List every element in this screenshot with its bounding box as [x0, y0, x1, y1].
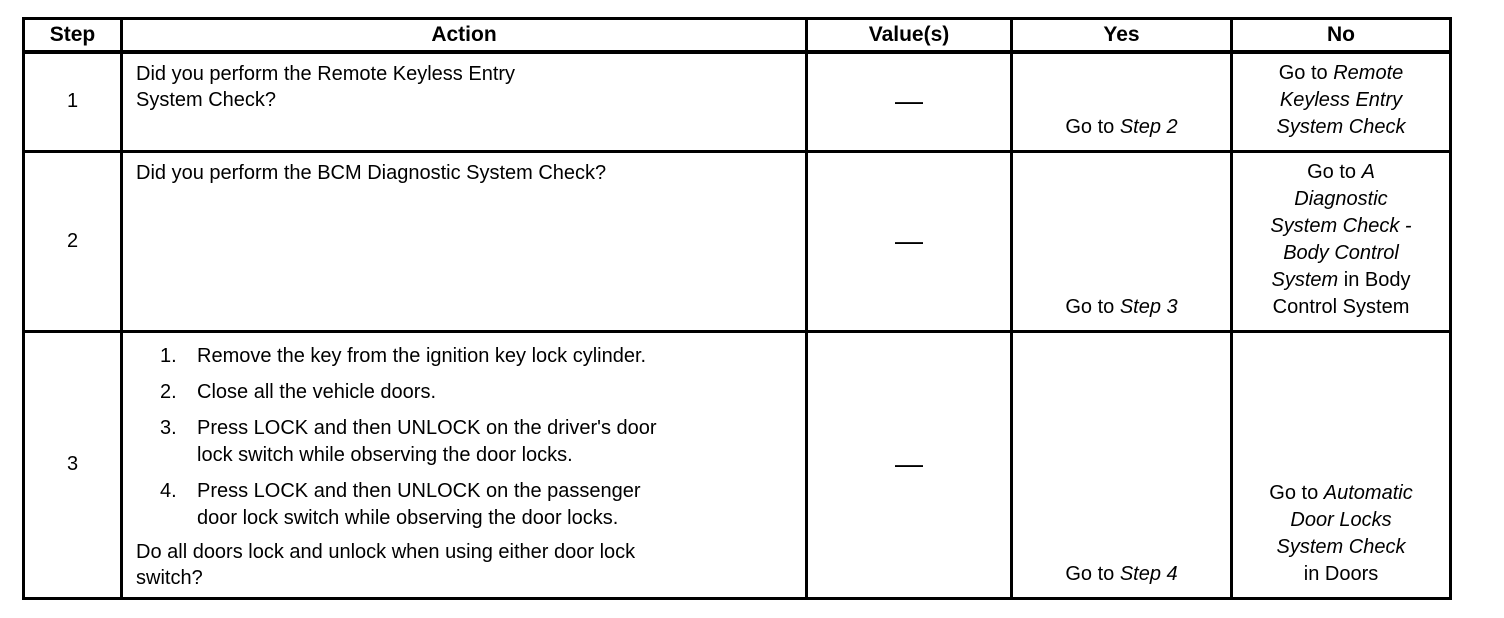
step-cell: 3 [22, 329, 123, 600]
result-text: Control System [1272, 295, 1410, 318]
yes-cell: Go to Step 4 [1010, 329, 1233, 600]
result-text: Go to [1307, 160, 1362, 183]
step-cell: 1 [22, 50, 123, 153]
value-dash: — [895, 224, 923, 256]
item-number: 4. [160, 479, 177, 502]
result-line: System Check [1239, 534, 1443, 561]
result-text: Go to [1269, 481, 1324, 504]
question-line: Do all doors lock and unlock when using … [136, 540, 636, 563]
item-text: Remove the key from the ignition key loc… [197, 343, 646, 370]
result-text: in Doors [1303, 562, 1379, 585]
value-cell: — [805, 50, 1013, 153]
item-line: Press LOCK and then UNLOCK on the driver… [197, 416, 657, 439]
list-item: 1. Remove the key from the ignition key l… [160, 343, 795, 370]
result-text: Remote [1333, 61, 1404, 84]
item-number: 3. [160, 416, 177, 439]
item-text: Press LOCK and then UNLOCK on the driver… [197, 415, 657, 469]
result-text: System Check - [1270, 214, 1412, 237]
value-cell: — [805, 329, 1013, 600]
action-cell: 1. Remove the key from the ignition key l… [120, 329, 808, 600]
item-line: lock switch while observing the door loc… [197, 443, 573, 466]
action-line: Did you perform the Remote Keyless Entry [136, 62, 516, 85]
table-row: 2 Did you perform the BCM Diagnostic Syst… [22, 149, 1452, 333]
table-row: 3 1. Remove the key from the ignition key … [22, 329, 1452, 600]
result-line: System Check [1239, 114, 1443, 141]
result-line: Diagnostic [1239, 186, 1443, 213]
result-text: System [1271, 268, 1339, 291]
result-text: System Check [1276, 115, 1406, 138]
column-header-no: No [1230, 17, 1452, 54]
item-line: Remove the key from the ignition key loc… [197, 344, 647, 367]
item-line: Close all the vehicle doors. [197, 380, 437, 403]
result-text: A [1361, 160, 1375, 183]
question-line: switch? [136, 566, 203, 589]
result-text: Keyless Entry [1279, 88, 1403, 111]
header-row: Step Action Value(s) Yes No [22, 17, 1452, 54]
result-text: Door Locks [1290, 508, 1392, 531]
item-number: 2. [160, 380, 177, 403]
step-cell: 2 [22, 149, 123, 333]
result-line: Door Locks [1239, 507, 1443, 534]
yes-cell: Go to Step 2 [1010, 50, 1233, 153]
column-header-yes: Yes [1010, 17, 1233, 54]
item-text: Close all the vehicle doors. [197, 379, 436, 406]
result-line: Control System [1239, 294, 1443, 321]
result-text: Go to [1065, 115, 1120, 138]
result-text: in Body [1338, 268, 1411, 291]
column-header-step: Step [22, 17, 123, 54]
item-text: Press LOCK and then UNLOCK on the passen… [197, 478, 641, 532]
action-line: Did you perform the BCM Diagnostic Syste… [136, 161, 607, 184]
result-line: Go to A [1239, 159, 1443, 186]
result-line: Go to Automatic [1239, 480, 1443, 507]
result-text: Step 3 [1119, 295, 1178, 318]
list-item: 3. Press LOCK and then UNLOCK on the driv… [160, 415, 795, 469]
result-text: Step 4 [1119, 562, 1178, 585]
value-cell: — [805, 149, 1013, 333]
action-cell: Did you perform the BCM Diagnostic Syste… [120, 149, 808, 333]
action-cell: Did you perform the Remote Keyless Entry… [120, 50, 808, 153]
value-dash: — [895, 85, 923, 116]
result-text: Diagnostic [1294, 187, 1388, 210]
result-line: Body Control [1239, 240, 1443, 267]
result-text: System Check [1276, 535, 1406, 558]
column-header-values: Value(s) [805, 17, 1013, 54]
result-text: Automatic [1323, 481, 1413, 504]
item-number: 1. [160, 344, 177, 367]
result-text: Go to [1065, 562, 1120, 585]
column-header-action: Action [120, 17, 808, 54]
result-text: Go to [1278, 61, 1334, 84]
result-line: Keyless Entry [1239, 87, 1443, 114]
yes-cell: Go to Step 3 [1010, 149, 1233, 333]
list-item: 2. Close all the vehicle doors. [160, 379, 795, 406]
value-dash: — [895, 448, 923, 479]
result-line: Go to Remote [1239, 60, 1443, 87]
result-line: System in Body [1239, 267, 1443, 294]
item-line: door lock switch while observing the doo… [197, 506, 619, 529]
result-line: Go to Step 2 [1019, 114, 1224, 141]
item-line: Press LOCK and then UNLOCK on the passen… [197, 479, 641, 502]
result-text: Body Control [1283, 241, 1399, 264]
result-line: Go to Step 4 [1019, 561, 1224, 588]
result-line: System Check - [1239, 213, 1443, 240]
table-header: Step Action Value(s) Yes No [22, 17, 1452, 54]
result-line: Go to Step 3 [1019, 294, 1224, 321]
result-line: in Doors [1239, 561, 1443, 588]
action-line: System Check? [136, 88, 277, 111]
list-item: 4. Press LOCK and then UNLOCK on the pass… [160, 478, 795, 532]
result-text: Go to [1065, 295, 1120, 318]
result-text: Step 2 [1119, 115, 1178, 138]
